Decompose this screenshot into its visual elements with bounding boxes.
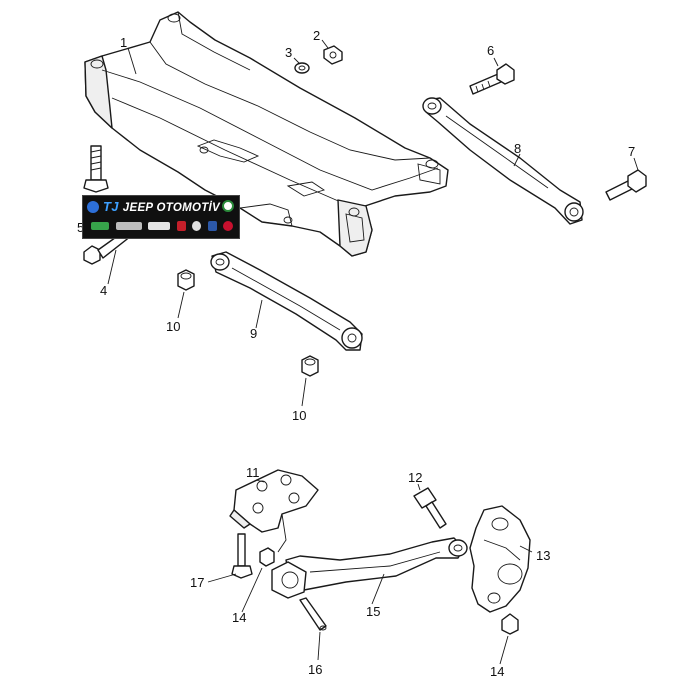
callout-9: 9 bbox=[250, 326, 257, 341]
link-arm-part-9 bbox=[210, 251, 363, 351]
washer-part-3 bbox=[294, 62, 310, 74]
nut-part-14-a bbox=[259, 547, 275, 567]
brand-mark-icon bbox=[148, 222, 170, 230]
callout-1: 1 bbox=[120, 35, 127, 50]
callout-13: 13 bbox=[536, 548, 550, 563]
callout-15: 15 bbox=[366, 604, 380, 619]
bolt-part-12 bbox=[413, 487, 447, 529]
callout-16: 16 bbox=[308, 662, 322, 677]
brand-mark-icon bbox=[192, 221, 201, 231]
callout-12: 12 bbox=[408, 470, 422, 485]
link-arm-part-8 bbox=[422, 97, 584, 225]
callout-4: 4 bbox=[100, 283, 107, 298]
callout-11: 11 bbox=[246, 465, 260, 480]
nut-part-10-a bbox=[177, 269, 195, 291]
nut-part-14-b bbox=[501, 613, 519, 635]
callout-17: 17 bbox=[190, 575, 204, 590]
callout-labels: 1 2 3 4 5 6 7 8 9 10 10 11 12 13 14 14 1… bbox=[77, 28, 635, 679]
callout-10-b: 10 bbox=[292, 408, 306, 423]
leader-lines bbox=[94, 39, 639, 665]
watermark-prefix: TJ bbox=[103, 199, 119, 214]
bolt-part-5 bbox=[83, 145, 109, 193]
brand-mark-icon bbox=[91, 222, 109, 230]
rear-crossmember bbox=[84, 11, 449, 257]
emblem-icon bbox=[222, 200, 234, 212]
callout-5: 5 bbox=[77, 220, 84, 235]
callout-7: 7 bbox=[628, 144, 635, 159]
bolt-part-6 bbox=[469, 63, 515, 95]
brand-logo-icon bbox=[87, 201, 99, 213]
callout-2: 2 bbox=[313, 28, 320, 43]
knuckle-part-13 bbox=[469, 505, 531, 613]
brand-mark-icon bbox=[223, 221, 233, 231]
callout-10-a: 10 bbox=[166, 319, 180, 334]
bolt-part-17 bbox=[231, 533, 253, 579]
trailing-arm-part-15 bbox=[271, 537, 468, 599]
nut-part-2 bbox=[323, 45, 343, 65]
brand-logo-strip bbox=[91, 220, 233, 232]
callout-6: 6 bbox=[487, 43, 494, 58]
bolt-part-7 bbox=[605, 169, 647, 201]
watermark-text: JEEP OTOMOTİV bbox=[122, 202, 220, 214]
bracket-part-11 bbox=[229, 469, 319, 553]
callout-3: 3 bbox=[285, 45, 292, 60]
brand-mark-icon bbox=[115, 222, 142, 230]
callout-8: 8 bbox=[514, 141, 521, 156]
nut-part-10-b bbox=[301, 355, 319, 377]
brand-mark-icon bbox=[176, 221, 186, 231]
callout-14-a: 14 bbox=[232, 610, 246, 625]
callout-14-b: 14 bbox=[490, 664, 504, 679]
bolt-part-16 bbox=[299, 597, 327, 631]
brand-mark-icon bbox=[207, 221, 217, 231]
